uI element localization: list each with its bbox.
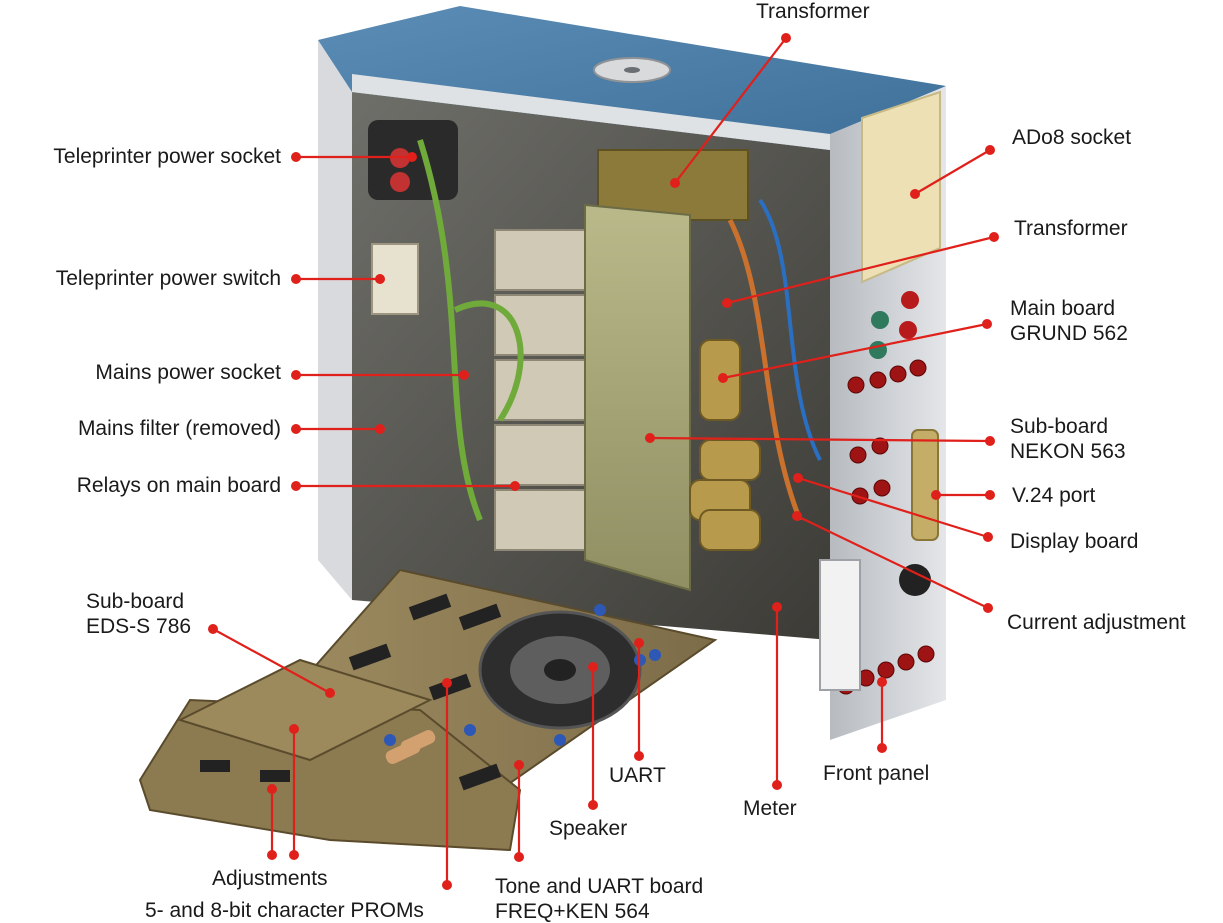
- label-main-board-line1: Main board: [1010, 297, 1116, 320]
- label-mains-power-socket: Mains power socket: [95, 361, 281, 384]
- internals: [368, 120, 822, 592]
- extended-boards: [138, 568, 718, 852]
- label-v24-port: V.24 port: [1012, 484, 1096, 507]
- label-ado8-socket: ADo8 socket: [1012, 126, 1132, 149]
- label-tone-uart-board: Tone and UART board FREQ+KEN 564: [495, 874, 703, 923]
- label-tone-uart-line1: Tone and UART board: [495, 875, 704, 898]
- label-display-board: Display board: [1010, 530, 1139, 553]
- label-uart: UART: [609, 764, 666, 787]
- label-meter: Meter: [743, 797, 797, 820]
- label-speaker: Speaker: [549, 817, 628, 840]
- leader-lines: [212, 37, 995, 885]
- label-transformer-right: Transformer: [1014, 217, 1128, 240]
- label-proms: 5- and 8-bit character PROMs: [145, 899, 424, 922]
- label-sub-board-nekon-line1: Sub-board: [1010, 415, 1109, 438]
- label-sub-board-eds: Sub-board EDS-S 786: [86, 589, 191, 639]
- label-teleprinter-power-socket: Teleprinter power socket: [53, 145, 281, 168]
- label-tone-uart-line2: FREQ+KEN 564: [495, 900, 650, 923]
- eds-board-shape: [177, 658, 433, 762]
- label-sub-board-eds-line1: Sub-board: [86, 590, 185, 613]
- label-sub-board-nekon-line2: NEKON 563: [1010, 440, 1126, 463]
- v24-port-shape: [911, 429, 939, 541]
- label-current-adjustment: Current adjustment: [1007, 611, 1186, 634]
- label-main-board: Main board GRUND 562: [1010, 296, 1128, 346]
- label-relays: Relays on main board: [76, 474, 281, 497]
- leader-dots: [208, 33, 999, 890]
- label-adjustments: Adjustments: [212, 867, 328, 890]
- label-main-board-line2: GRUND 562: [1010, 322, 1128, 345]
- label-sub-board-nekon: Sub-board NEKON 563: [1010, 414, 1126, 464]
- label-front-panel: Front panel: [823, 762, 930, 785]
- label-transformer-top: Transformer: [756, 0, 870, 23]
- label-sub-board-eds-line2: EDS-S 786: [86, 615, 192, 638]
- main-board-shape: [584, 203, 691, 592]
- label-teleprinter-power-switch: Teleprinter power switch: [55, 267, 281, 290]
- label-mains-filter: Mains filter (removed): [77, 417, 281, 440]
- ado8-socket-shape: [861, 90, 941, 284]
